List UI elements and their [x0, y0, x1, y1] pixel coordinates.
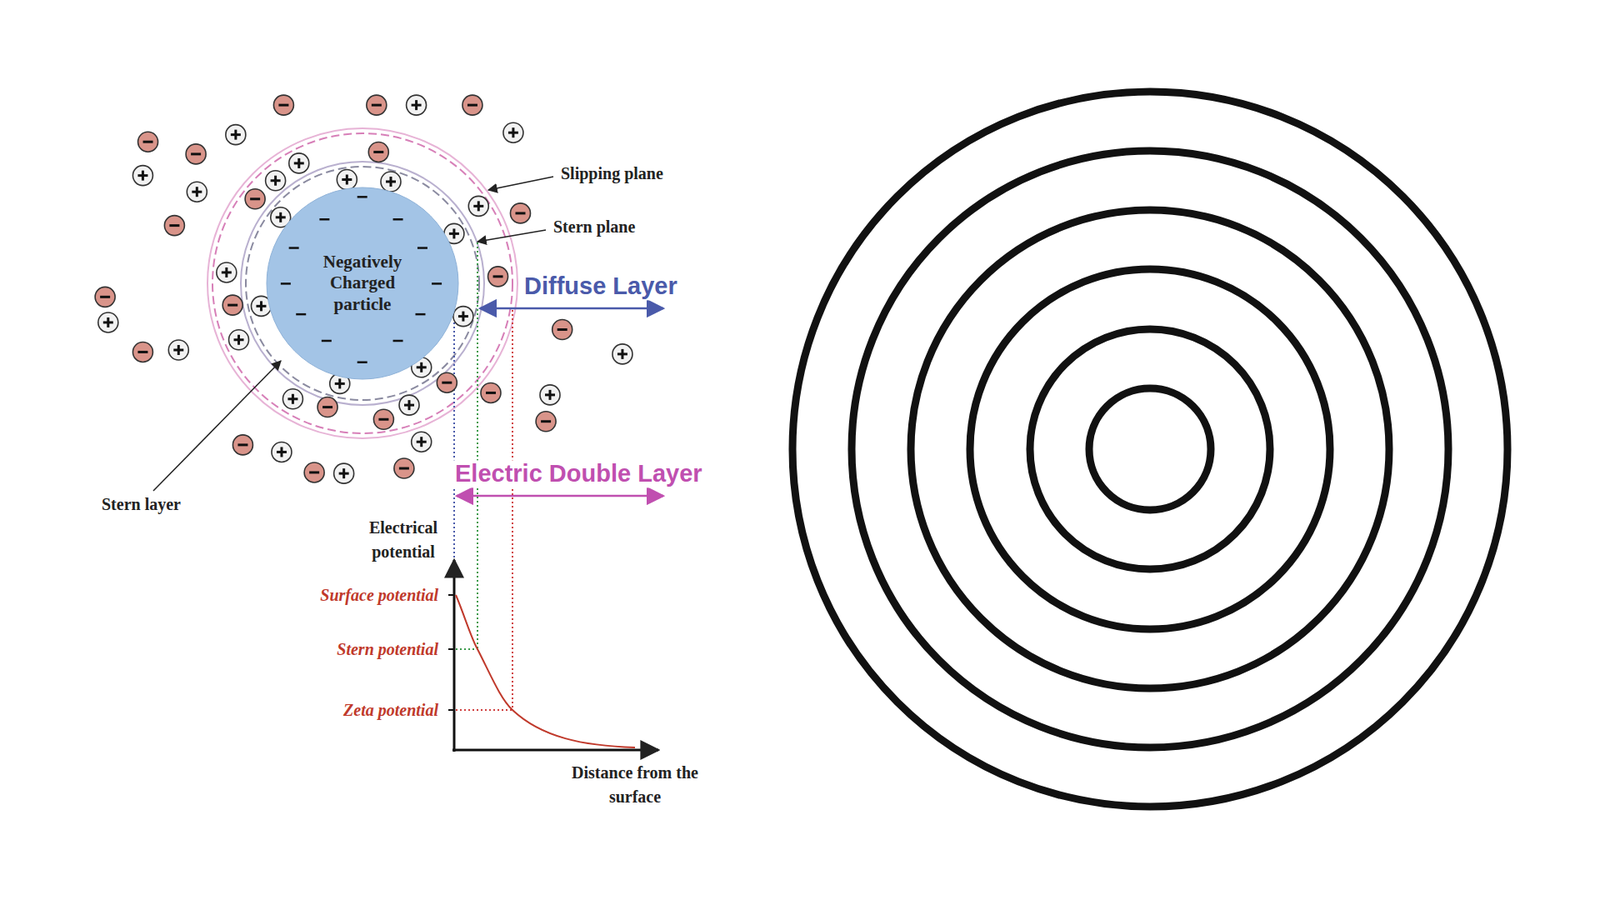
charge-sign	[289, 246, 300, 250]
potential-curve	[455, 595, 635, 748]
negative-ion	[132, 341, 153, 362]
negative-ion	[394, 458, 415, 479]
tick	[448, 594, 455, 596]
potential-label: Surface potential	[318, 585, 440, 605]
charged-particle: Negatively Charged particle	[265, 186, 460, 380]
positive-ion	[411, 431, 432, 452]
negative-ion	[535, 411, 556, 432]
negative-ion	[273, 95, 294, 115]
charge-sign	[417, 246, 428, 250]
negative-ion	[95, 286, 115, 307]
negative-ion	[138, 131, 159, 152]
positive-ion	[132, 165, 153, 186]
guide-line	[455, 709, 513, 711]
plane-label: Stern plane	[551, 217, 637, 237]
positive-ion	[612, 344, 633, 365]
positive-ion	[225, 125, 246, 145]
leader-line	[153, 360, 281, 491]
negative-ion	[164, 215, 185, 236]
double-layer-arrow	[456, 495, 664, 498]
charge-sign	[357, 195, 368, 199]
positive-ion	[282, 389, 303, 410]
layer-label: Diffuse Layer	[522, 272, 680, 300]
layer-label: Electric Double Layer	[453, 460, 705, 488]
tick	[448, 648, 455, 650]
negative-ion	[552, 320, 573, 340]
y-axis	[453, 560, 456, 752]
positive-ion	[540, 385, 560, 405]
diffuse-arrow	[480, 307, 664, 310]
charge-sign	[415, 313, 425, 316]
negative-ion	[185, 144, 206, 165]
guide-line	[455, 648, 478, 650]
charge-sign	[280, 282, 291, 285]
positive-ion	[399, 395, 420, 415]
potential-label: Stern potential	[335, 640, 440, 660]
charge-sign	[431, 282, 442, 285]
positive-ion	[406, 95, 427, 115]
negative-ion	[488, 266, 509, 287]
plane-label: Slipping plane	[559, 164, 665, 184]
concentric-circles	[792, 91, 1508, 807]
leader-line	[488, 176, 554, 190]
potential-label: Zeta potential	[341, 700, 440, 720]
positive-ion	[265, 170, 286, 191]
positive-ion	[186, 181, 207, 202]
negative-ion	[317, 397, 338, 418]
positive-ion	[468, 195, 489, 216]
axis-label: Distance from the surface	[558, 760, 712, 810]
guide-line	[511, 310, 514, 710]
positive-ion	[503, 122, 524, 143]
layer-label: Stern layer	[100, 495, 183, 515]
positive-ion	[380, 171, 401, 192]
positive-ion	[271, 441, 292, 462]
particle-label: Negatively Charged particle	[304, 251, 421, 315]
slipping-plane-ring	[207, 128, 518, 439]
negative-ion	[373, 409, 394, 430]
negative-ion	[462, 95, 483, 115]
positive-ion	[334, 463, 355, 484]
charge-sign	[295, 313, 306, 316]
positive-ion	[336, 170, 357, 190]
negative-ion	[436, 372, 457, 393]
x-axis	[452, 749, 659, 752]
negative-ion	[368, 141, 389, 162]
negative-ion	[245, 189, 265, 210]
negative-ion	[510, 203, 530, 224]
negative-ion	[304, 462, 325, 483]
charge-sign	[321, 340, 332, 343]
positive-ion	[168, 340, 189, 360]
negative-ion	[480, 382, 501, 403]
negative-ion	[232, 435, 253, 455]
positive-ion	[216, 262, 237, 283]
positive-ion	[289, 153, 310, 174]
axis-label: Electrical potential	[355, 515, 451, 565]
tick	[448, 709, 455, 711]
positive-ion	[229, 330, 250, 350]
positive-ion	[453, 306, 474, 327]
charge-sign	[393, 340, 404, 343]
charge-sign	[357, 360, 368, 364]
leader-line	[477, 230, 546, 242]
charge-sign	[393, 218, 404, 221]
stern-plane-ring	[240, 161, 485, 405]
charge-sign	[319, 218, 330, 221]
negative-ion	[222, 295, 243, 315]
guide-line	[476, 242, 479, 650]
positive-ion	[98, 312, 119, 333]
negative-ion	[366, 95, 387, 115]
